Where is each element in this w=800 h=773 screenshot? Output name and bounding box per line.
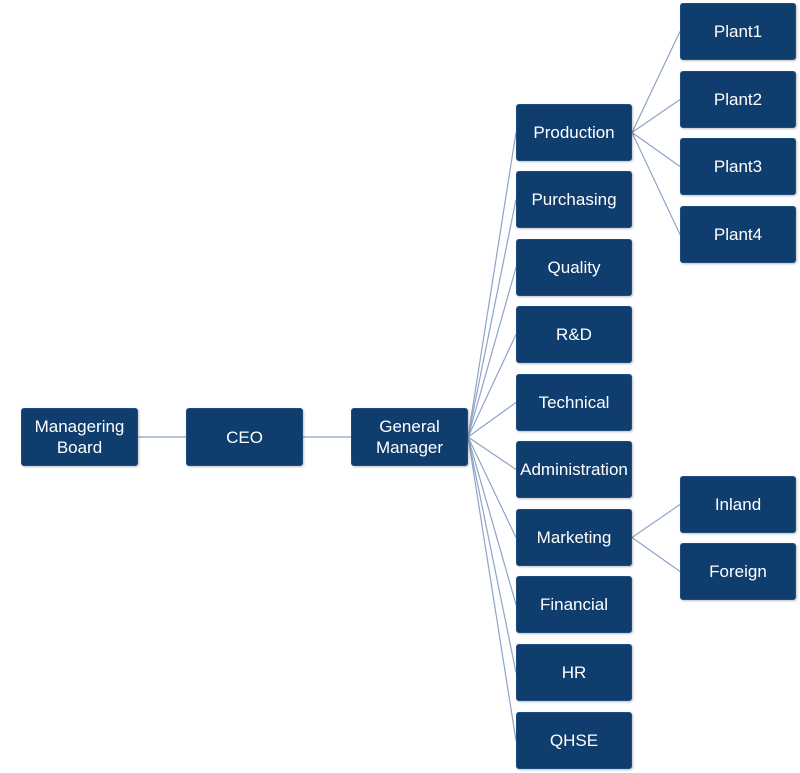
node-label: General Manager [375, 417, 444, 457]
node-plant3[interactable]: Plant3 [680, 138, 796, 195]
node-label: Technical [538, 393, 610, 412]
node-qhse[interactable]: QHSE [516, 712, 632, 769]
node-purchasing[interactable]: Purchasing [516, 171, 632, 228]
node-plant2[interactable]: Plant2 [680, 71, 796, 128]
node-technical[interactable]: Technical [516, 374, 632, 431]
node-plant1[interactable]: Plant1 [680, 3, 796, 60]
node-label: CEO [226, 427, 263, 447]
node-label: Quality [547, 258, 601, 277]
node-quality[interactable]: Quality [516, 239, 632, 296]
node-ceo[interactable]: CEO [186, 408, 303, 466]
node-label: Managering Board [34, 417, 125, 457]
connector-general_manager-production [467, 132, 517, 438]
node-plant4[interactable]: Plant4 [680, 206, 796, 263]
node-label: Marketing [536, 528, 612, 547]
node-label: Financial [539, 595, 609, 614]
node-hr[interactable]: HR [516, 644, 632, 701]
node-label: Production [533, 123, 615, 142]
connector-general_manager-financial [467, 436, 517, 605]
node-label: R&D [556, 325, 592, 344]
connector-general_manager-hr [467, 436, 517, 673]
node-marketing[interactable]: Marketing [516, 509, 632, 566]
connector-general_manager-technical [467, 402, 517, 438]
node-label: HR [561, 663, 587, 682]
node-label: Administration [520, 460, 628, 479]
node-general-manager[interactable]: General Manager [351, 408, 468, 466]
connector-general_manager-quality [467, 267, 517, 438]
node-label: Plant1 [713, 22, 763, 41]
node-administration[interactable]: Administration [516, 441, 632, 498]
connector-general_manager-rd [467, 334, 517, 438]
connector-general_manager-marketing [467, 436, 517, 538]
node-label: QHSE [549, 731, 599, 750]
node-label: Inland [714, 495, 762, 514]
node-production[interactable]: Production [516, 104, 632, 161]
connector-production-plant2 [631, 99, 681, 133]
node-foreign[interactable]: Foreign [680, 543, 796, 600]
node-managering-board[interactable]: Managering Board [21, 408, 138, 466]
node-financial[interactable]: Financial [516, 576, 632, 633]
connector-general_manager-administration [467, 436, 517, 470]
node-label: Purchasing [531, 190, 617, 209]
node-label: Plant3 [713, 157, 763, 176]
connector-general_manager-qhse [467, 436, 517, 741]
node-inland[interactable]: Inland [680, 476, 796, 533]
node-label: Plant2 [713, 90, 763, 109]
node-label: Foreign [709, 562, 767, 581]
node-label: Plant4 [713, 225, 763, 244]
connector-marketing-foreign [631, 537, 681, 572]
node-rd[interactable]: R&D [516, 306, 632, 363]
connector-marketing-inland [631, 504, 681, 538]
connector-production-plant3 [631, 132, 681, 167]
connector-general_manager-purchasing [467, 199, 517, 438]
connector-production-plant1 [631, 31, 681, 133]
connector-production-plant4 [631, 132, 681, 235]
